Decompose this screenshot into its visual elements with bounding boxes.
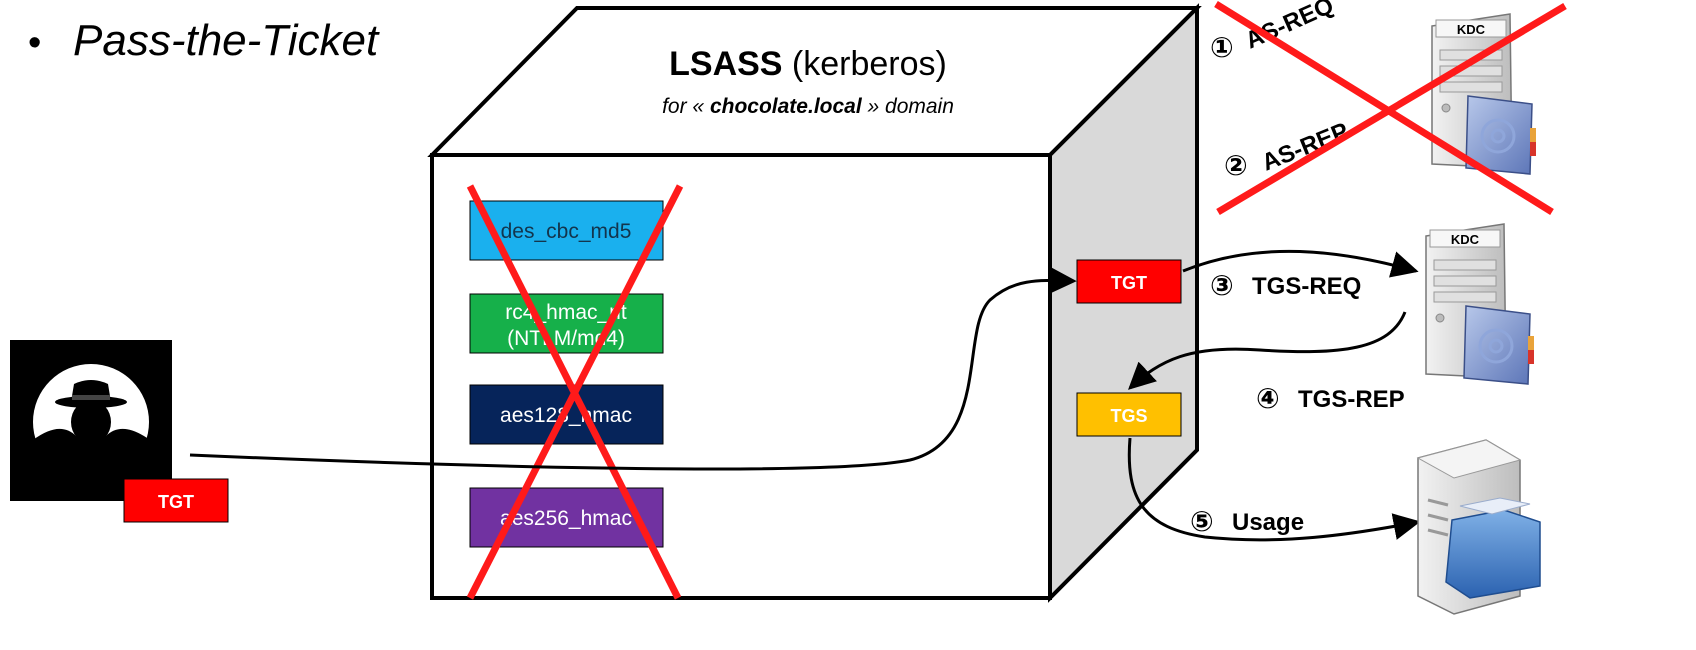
step-number: ③ [1210,270,1234,301]
tgt-ticket: TGT [1076,259,1182,304]
tgt-label: TGT [1111,273,1147,293]
file-server-icon [1416,439,1541,615]
key-label: des_cbc_md5 [501,220,632,243]
lsass-subtitle: for « chocolate.local » domain [662,95,954,118]
step-label: TGS-REP [1298,386,1405,413]
lsass-title: LSASS (kerberos) [669,45,947,83]
bullet-text: Pass-the-Ticket [73,16,380,65]
step-number: ① [1210,32,1234,63]
step-tgs-rep: ④ TGS-REP [1256,383,1405,414]
slide-title: • Pass-the-Ticket [28,16,380,65]
inject-arrow [189,266,1077,471]
as-exchange-cross-icon [1214,1,1567,216]
keys-cross-icon [466,184,684,600]
key-rc4-hmac-nt: rc4_hmac_nt (NTLM/md4) [469,293,664,354]
kdc-mid-label: KDC [1451,232,1480,247]
bullet-symbol: • [28,22,41,64]
tgt-box [1076,259,1182,304]
tgs-box [1076,392,1182,437]
step-label: Usage [1232,509,1304,536]
step-tgs-req: ③ TGS-REQ [1210,270,1361,301]
attacker-tgt-ticket [123,478,229,523]
step-label: AS-REP [1258,118,1352,177]
tgs-rep-arrow [1128,311,1407,390]
tgs-req-arrow [1182,249,1419,278]
tgs-ticket: TGS [1076,392,1182,437]
step-usage: ⑤ Usage [1190,506,1304,537]
key-label: aes256_hmac [500,507,632,530]
hacker-silhouette-icon [33,364,150,480]
attacker: TGT [10,340,229,523]
step-label: TGS-REQ [1252,273,1361,300]
step-number: ⑤ [1190,506,1214,537]
kdc-top-label: KDC [1457,22,1486,37]
step-number: ④ [1256,383,1280,414]
attacker-tgt-label: TGT [158,492,194,512]
kdc-server-icon: KDC [1425,223,1534,385]
key-des-cbc-md5: des_cbc_md5 [469,200,664,261]
key-box [469,293,664,354]
usage-arrow [1127,437,1421,542]
step-number: ② [1224,150,1248,181]
tgs-label: TGS [1110,406,1147,426]
